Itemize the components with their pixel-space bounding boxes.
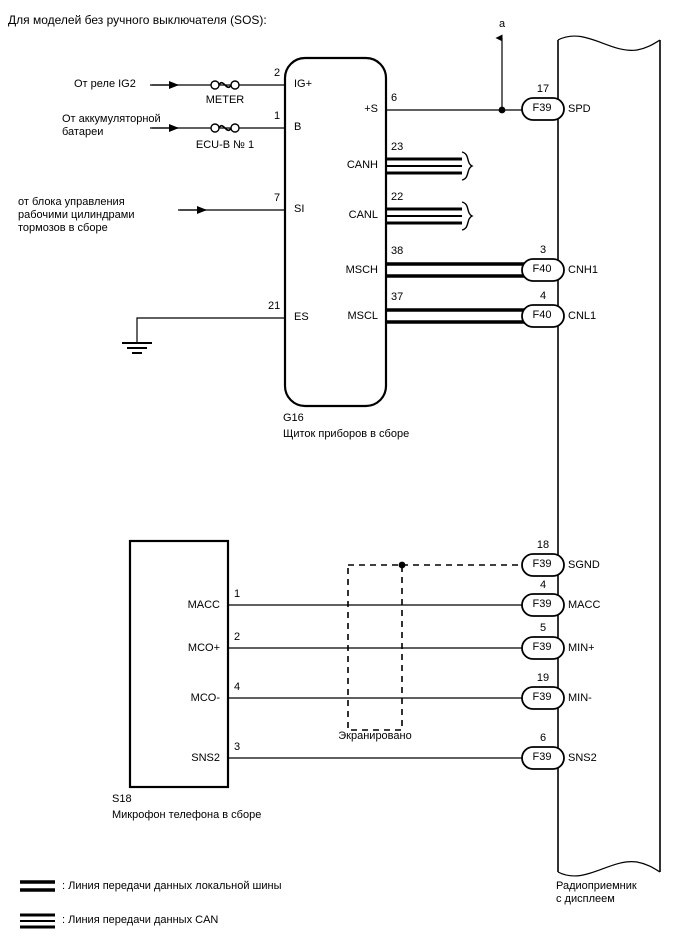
connector-pin-cnl1: 4 xyxy=(539,290,547,302)
connector-code-macc[interactable]: F39 xyxy=(532,598,552,610)
connector-code-cnl1[interactable]: F40 xyxy=(532,309,552,321)
connector-capsule-sns2[interactable] xyxy=(521,746,565,770)
connector-capsule-cnh1[interactable] xyxy=(521,258,565,282)
connector-pin-minminus: 19 xyxy=(536,672,550,684)
microphone-name: Микрофон телефона в сборе xyxy=(112,809,262,821)
pin-label-s-plus: +S xyxy=(364,103,378,115)
source-label-ig2-relay: От реле IG2 xyxy=(74,78,136,90)
fuse-meter-symbol xyxy=(210,80,240,90)
radio-panel-outline xyxy=(557,35,661,877)
meter-ecu-outline xyxy=(283,56,388,408)
connector-pin-spd: 17 xyxy=(536,83,550,95)
reference-marker-a: a xyxy=(498,18,506,30)
connector-capsule-minminus[interactable] xyxy=(521,686,565,710)
wire-battery-to-b xyxy=(150,123,285,133)
radio-unit-name: Радиоприемник с дисплеем xyxy=(556,880,637,905)
terminal-label-macc: MACC xyxy=(568,599,601,611)
pin-label-b: B xyxy=(294,121,302,133)
wire-es-to-ground xyxy=(122,317,285,354)
meter-ecu-code: G16 xyxy=(283,412,304,424)
connector-code-sgnd[interactable]: F39 xyxy=(532,558,552,570)
wire-ig2-to-ig-plus xyxy=(150,80,285,90)
terminal-label-cnl1: CNL1 xyxy=(568,310,597,322)
legend-can-bus-symbol xyxy=(20,913,55,929)
legend-local-bus-symbol xyxy=(20,880,55,892)
legend-text-can-bus: : Линия передачи данных CAN xyxy=(62,914,219,926)
source-label-brake-actuator: от блока управления рабочими цилиндрами … xyxy=(18,196,135,234)
connector-pin-minplus: 5 xyxy=(539,622,547,634)
meter-ecu-name: Щиток приборов в сборе xyxy=(283,428,410,440)
fuse-label-meter: METER xyxy=(205,94,245,106)
connector-code-minminus[interactable]: F39 xyxy=(532,691,552,703)
pin-number-canh: 23 xyxy=(391,141,404,153)
bus-canh xyxy=(386,151,474,181)
connector-capsule-macc[interactable] xyxy=(521,593,565,617)
mic-pin-number-macc: 1 xyxy=(234,588,241,600)
microphone-code: S18 xyxy=(112,793,132,805)
wire-splus-to-spd xyxy=(386,34,524,114)
connector-code-minplus[interactable]: F39 xyxy=(532,641,552,653)
fuse-label-ecub1: ECU-B № 1 xyxy=(195,139,255,151)
mic-pin-label-mco-minus: MCO- xyxy=(190,692,220,704)
terminal-label-minminus: MIN- xyxy=(568,692,592,704)
mic-pin-number-mco-minus: 4 xyxy=(234,681,241,693)
connector-capsule-minplus[interactable] xyxy=(521,636,565,660)
page-title: Для моделей без ручного выключателя (SOS… xyxy=(8,13,267,27)
terminal-label-cnh1: CNH1 xyxy=(568,264,598,276)
connector-pin-cnh1: 3 xyxy=(539,244,547,256)
fuse-ecub1-symbol xyxy=(210,123,240,133)
legend-text-local-bus: : Линия передачи данных локальной шины xyxy=(62,880,282,892)
mic-pin-label-mco-plus: MCO+ xyxy=(187,642,220,654)
connector-pin-sgnd: 18 xyxy=(536,539,550,551)
microphone-outline xyxy=(128,539,230,789)
connector-capsule-cnl1[interactable] xyxy=(521,304,565,328)
shield-box xyxy=(347,561,524,731)
bus-mscl xyxy=(386,308,528,324)
pin-number-msch: 38 xyxy=(391,245,404,257)
ground-symbol xyxy=(122,342,152,354)
pin-number-ig-plus: 2 xyxy=(274,67,281,79)
connector-capsule-sgnd[interactable] xyxy=(521,553,565,577)
connector-capsule-spd[interactable] xyxy=(521,97,565,121)
bus-msch xyxy=(386,262,528,278)
terminal-label-sgnd: SGND xyxy=(568,559,600,571)
connector-code-sns2[interactable]: F39 xyxy=(532,751,552,763)
pin-number-s-plus: 6 xyxy=(391,92,398,104)
mic-pin-number-mco-plus: 2 xyxy=(234,631,241,643)
pin-number-es: 21 xyxy=(268,300,281,312)
bus-canl xyxy=(386,201,474,231)
mic-pin-number-sns2: 3 xyxy=(234,741,241,753)
terminal-label-spd: SPD xyxy=(568,103,591,115)
pin-number-si: 7 xyxy=(274,192,281,204)
pin-number-canl: 22 xyxy=(391,191,404,203)
terminal-label-sns2: SNS2 xyxy=(568,752,597,764)
connector-code-cnh1[interactable]: F40 xyxy=(532,263,552,275)
pin-label-mscl: MSCL xyxy=(347,310,378,322)
mic-pin-label-sns2: SNS2 xyxy=(191,752,220,764)
pin-label-es: ES xyxy=(294,311,309,323)
connector-code-spd[interactable]: F39 xyxy=(532,102,552,114)
pin-label-canh: CANH xyxy=(346,159,378,171)
shield-label: Экранировано xyxy=(338,730,412,742)
pin-number-mscl: 37 xyxy=(391,291,404,303)
connector-pin-macc: 4 xyxy=(539,579,547,591)
mic-pin-label-macc: MACC xyxy=(187,599,220,611)
pin-label-si: SI xyxy=(294,203,305,215)
source-label-battery: От аккумуляторной батареи xyxy=(62,113,161,138)
terminal-label-minplus: MIN+ xyxy=(568,642,595,654)
pin-number-b: 1 xyxy=(274,110,281,122)
connector-pin-sns2: 6 xyxy=(539,732,547,744)
pin-label-ig-plus: IG+ xyxy=(294,78,313,90)
pin-label-msch: MSCH xyxy=(345,264,378,276)
pin-label-canl: CANL xyxy=(348,209,378,221)
